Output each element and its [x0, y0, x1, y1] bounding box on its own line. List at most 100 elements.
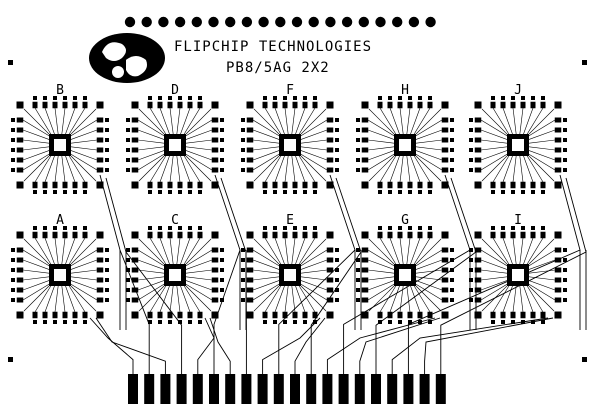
outer-tab	[273, 96, 277, 100]
alignment-mark-bottom-right	[582, 357, 587, 362]
connector-finger	[160, 374, 171, 404]
bond-pad	[490, 101, 496, 109]
outer-tab	[188, 320, 192, 324]
bond-pad	[520, 101, 526, 109]
outer-tab	[105, 288, 109, 292]
bond-pad	[96, 117, 104, 123]
registration-hole	[408, 16, 420, 28]
bond-pad	[42, 311, 48, 319]
bond-pad	[187, 101, 193, 109]
bond-pad	[312, 181, 318, 189]
alignment-mark-bottom-left	[8, 357, 13, 362]
outer-tab	[450, 118, 454, 122]
corner-pad	[361, 311, 369, 319]
outer-tab	[73, 226, 77, 230]
connector-finger	[354, 374, 365, 404]
outer-tab	[501, 96, 505, 100]
outer-tab	[378, 96, 382, 100]
outer-tab	[198, 320, 202, 324]
outer-tab	[126, 298, 130, 302]
outer-tab	[83, 226, 87, 230]
outer-tab	[511, 320, 515, 324]
bond-pad	[16, 137, 24, 143]
corner-pad	[361, 231, 369, 239]
bond-pad	[157, 231, 163, 239]
corner-pad	[326, 311, 334, 319]
bond-pad	[441, 267, 449, 273]
bond-pad	[441, 137, 449, 143]
chip-label: H	[401, 83, 409, 98]
bond-pad	[147, 231, 153, 239]
die-window	[169, 139, 181, 151]
flipchip-logo-icon	[89, 33, 165, 83]
corner-pad	[211, 311, 219, 319]
bond-pad	[474, 297, 482, 303]
bond-pad	[441, 257, 449, 263]
trace	[391, 317, 549, 374]
fanout-wires	[252, 237, 328, 313]
outer-tab	[11, 138, 15, 142]
outer-tab	[105, 158, 109, 162]
bond-pad	[16, 257, 24, 263]
outer-tab	[335, 248, 339, 252]
outer-tab	[168, 190, 172, 194]
alignment-marks	[8, 60, 587, 362]
bond-pad	[262, 101, 268, 109]
outer-tab	[378, 226, 382, 230]
bond-pad	[441, 117, 449, 123]
corner-pad	[16, 101, 24, 109]
corner-pad	[361, 181, 369, 189]
outer-tab	[408, 190, 412, 194]
bond-pad	[246, 127, 254, 133]
outer-tab	[450, 138, 454, 142]
outer-tab	[313, 96, 317, 100]
outer-tab	[158, 96, 162, 100]
company-name: FLIPCHIP TECHNOLOGIES	[174, 39, 372, 55]
die-window	[54, 269, 66, 281]
edge-connector	[128, 374, 446, 404]
corner-pad	[554, 311, 562, 319]
bond-pad	[96, 167, 104, 173]
bond-pad	[326, 167, 334, 173]
bond-pad	[554, 257, 562, 263]
bond-pad	[147, 311, 153, 319]
bond-pad	[326, 287, 334, 293]
bond-pad	[167, 311, 173, 319]
corner-pad	[16, 231, 24, 239]
outer-tab	[491, 226, 495, 230]
bond-pad	[157, 101, 163, 109]
outer-tab	[563, 158, 567, 162]
outer-tab	[83, 320, 87, 324]
bond-pad	[177, 101, 183, 109]
outer-tab	[11, 278, 15, 282]
fanout-wires	[480, 237, 556, 313]
bond-pad	[397, 181, 403, 189]
outer-tab	[126, 128, 130, 132]
outer-tab	[148, 320, 152, 324]
trace	[105, 177, 183, 374]
outer-tab	[313, 320, 317, 324]
outer-tab	[378, 320, 382, 324]
bond-pad	[96, 137, 104, 143]
trace	[209, 317, 231, 374]
bond-pad	[16, 157, 24, 163]
connector-finger	[387, 374, 398, 404]
bond-pad	[282, 231, 288, 239]
bond-pad	[246, 277, 254, 283]
bond-pad	[361, 147, 369, 153]
outer-tab	[356, 118, 360, 122]
bond-pad	[32, 311, 38, 319]
bond-pad	[131, 297, 139, 303]
trace	[424, 317, 554, 374]
outer-tab	[303, 190, 307, 194]
outer-tab	[356, 268, 360, 272]
bond-pad	[42, 101, 48, 109]
outer-tab	[126, 248, 130, 252]
bond-pad	[96, 297, 104, 303]
bond-pad	[167, 101, 173, 109]
bond-pad	[211, 147, 219, 153]
outer-tab	[501, 320, 505, 324]
bond-pad	[540, 311, 546, 319]
registration-hole	[208, 16, 219, 28]
